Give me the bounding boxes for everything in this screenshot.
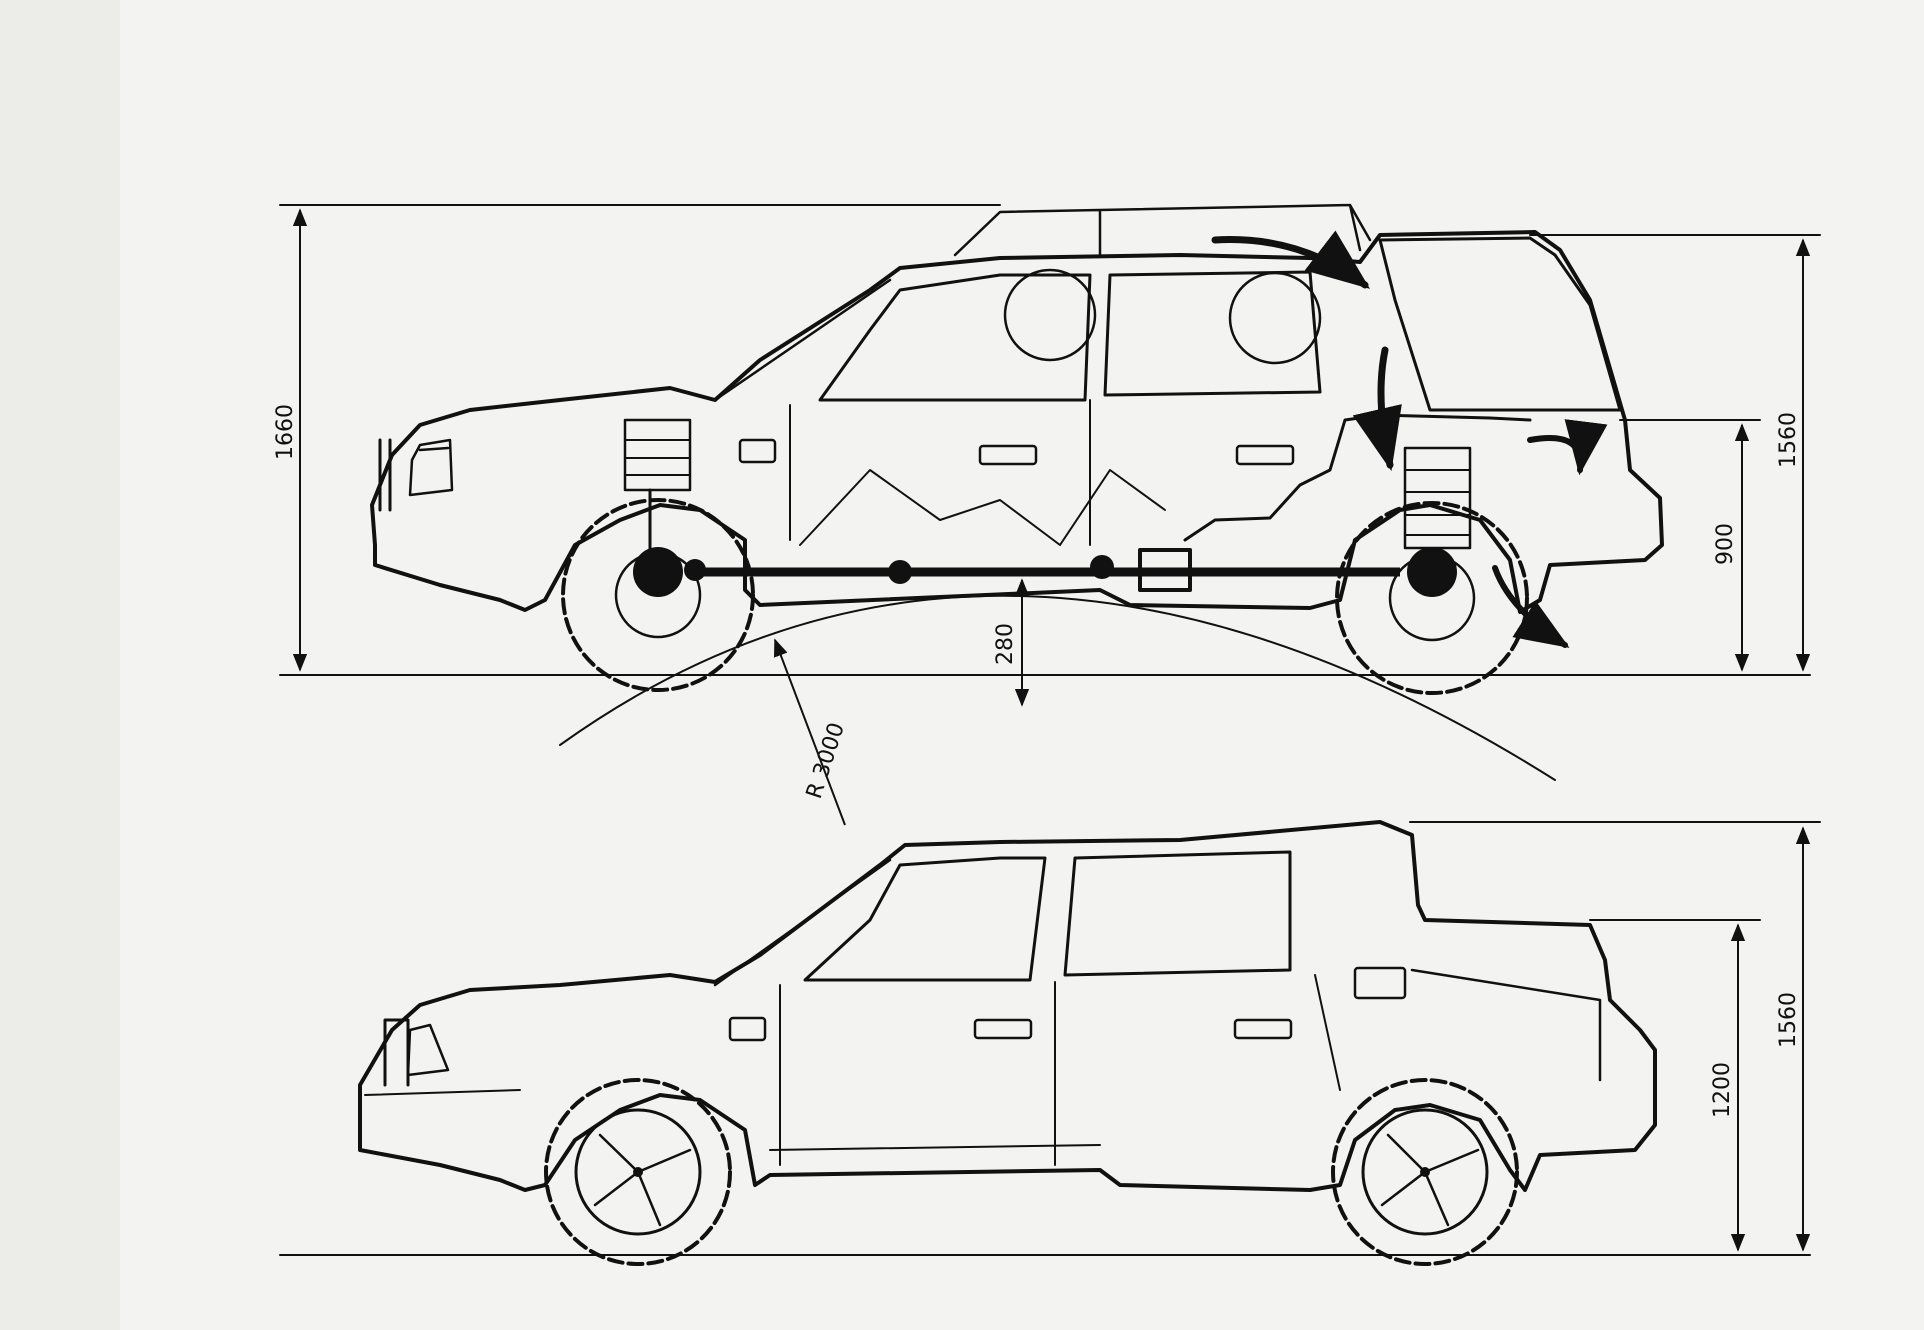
pickup-front-rim-spokes [593,1133,692,1227]
rear-spring [1403,446,1472,550]
front-spring-coils [624,439,691,476]
airflow-arrow-pillar [1352,346,1402,472]
cargo-floor-hatching [1183,413,1532,542]
rear-spring-coils [1404,469,1471,536]
floor-height-label: 900 [1713,523,1738,565]
car-body-outline [370,230,1664,614]
upper-car-view: R 3000 280 1660 1560 900 [273,203,1821,826]
rear-axle [1407,547,1457,597]
ground-clearance-label: 280 [993,623,1018,665]
overall-height-label-lower: 1560 [1776,992,1801,1048]
raised-roof-outline [953,203,1372,257]
airflow-arrow-roof [1211,230,1370,289]
shaft-joint-3 [1090,555,1114,579]
pickup-front-hub [633,1167,643,1177]
front-wheel [561,498,755,692]
pickup-rear-rim [1361,1108,1489,1236]
front-axle [633,547,683,597]
pickup-front-rim [574,1108,702,1236]
pickup-door-seams [779,974,1341,1166]
airflow-arrow-exhaust [1492,565,1570,648]
airflow-arrow-rear [1527,419,1608,476]
overall-height-label-upper: 1660 [273,404,298,460]
front-door-handle [978,444,1038,466]
front-seat-headrest [1003,268,1097,362]
pickup-rear-tire [1331,1078,1519,1266]
bed-height-label: 1200 [1710,1062,1735,1118]
pickup-front-tire [544,1078,732,1266]
pickup-front-door-handle [973,1018,1033,1040]
roof-height-label-upper: 1560 [1776,412,1801,468]
rear-door-handle [1235,444,1295,466]
lower-car-view: 1560 1200 [279,820,1821,1266]
rear-seat-headrest [1228,271,1322,365]
front-spring [623,418,692,492]
pickup-bed-tailgate-lamp [1353,966,1407,1000]
pickup-rear-hub [1420,1167,1430,1177]
bumper-bar [378,438,392,512]
shaft-joint-1 [684,559,706,581]
pickup-rear-door-handle [1233,1018,1293,1040]
pickup-front-window [803,856,1047,982]
gearbox-block [1138,548,1192,592]
pickup-bumper-bar [383,1018,410,1087]
shaft-joint-2 [888,560,912,584]
ramp-radius-leader [773,638,846,826]
pickup-rear-rim-spokes [1380,1133,1480,1227]
fuel-cap [738,438,777,464]
pickup-windshield-line [713,858,892,987]
pickup-sill-line [364,1089,1101,1151]
pickup-headlight [406,1023,450,1077]
paper-shadow [0,0,120,1330]
windshield-line [713,278,892,402]
rear-side-window [1103,270,1322,397]
pickup-fuel-cap [728,1016,767,1042]
seat-frame-lines [799,469,1166,546]
front-side-window [818,273,1092,402]
rear-quarter-window [1378,236,1622,412]
pickup-rear-window [1063,850,1292,977]
door-seams [789,399,1091,546]
ramp-radius-arc [559,594,1556,781]
pickup-bed-rail [1410,968,1602,1082]
front-grille [408,438,454,497]
rear-wheel [1335,501,1529,695]
